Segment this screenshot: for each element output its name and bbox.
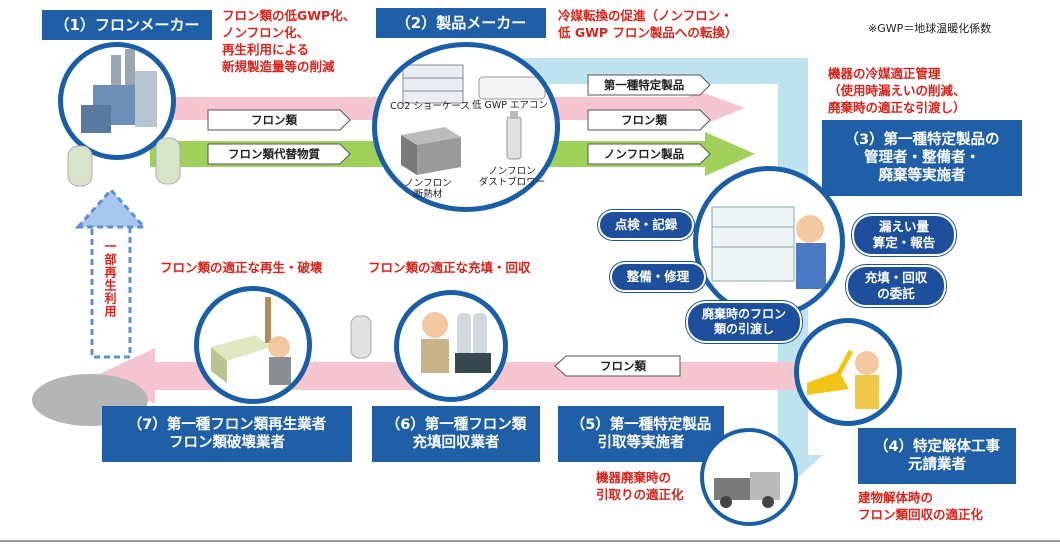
flow-label-freon-return: フロン類 (600, 359, 646, 373)
flow-box-1 (207, 109, 351, 131)
actor-1-desc: フロン類の低GWP化、 ノンフロン化、 再生利用による 新規製造量等の削減 (222, 8, 356, 74)
products-circle (372, 42, 560, 212)
actor-6-title: （6）第一種フロン類 充填回収業者 (372, 406, 540, 462)
actor-4-desc: 建物解体時の フロン類回収の適正化 (858, 490, 984, 522)
cylinder-icon-2 (155, 137, 181, 185)
actor-3-title: （3）第一種特定製品の 管理者・整備者・ 廃棄等実施者 (822, 120, 1022, 196)
actor-7-desc: フロン類の適正な再生・破壊 (160, 260, 323, 275)
bottom-line (0, 540, 1060, 542)
actor-7-title: （7）第一種フロン類再生業者 フロン類破壊業者 (102, 406, 352, 462)
actor-5-desc: 機器廃棄時の 引取りの適正化 (596, 470, 684, 502)
green-flow-head (705, 132, 755, 176)
destruction-circle (194, 286, 312, 404)
task-charge-recovery-consign: 充填・回収 の委託 (846, 265, 946, 307)
flow-box-4 (587, 109, 711, 131)
actor-4-title: （4）特定解体工事 元請業者 (858, 428, 1016, 484)
actor-2-title: （2）製品メーカー (376, 8, 546, 38)
actor-5-title: （5）第一種特定製品 引取等実施者 (558, 406, 724, 462)
actor-3-desc: 機器の冷媒適正管理 （使用時漏えいの削減、 廃棄時の適正な引渡し） (828, 66, 966, 115)
duster-icon (506, 111, 522, 160)
flow-box-6 (554, 355, 681, 377)
truck-icon (714, 472, 780, 508)
gwp-note: ※GWP＝地球温暖化係数 (868, 22, 992, 35)
product-label-duster: ノンフロン ダストブロワー (478, 166, 546, 189)
flow-box-5 (587, 143, 711, 165)
excavator-worker-icon (807, 349, 879, 409)
task-handover-at-disposal: 廃棄時のフロン 類の引渡し (686, 301, 802, 343)
actor-2-desc: 冷媒転換の促進（ノンフロン・ 低 GWP フロン製品への転換） (558, 8, 738, 40)
flow-label-product: 第一種特定製品 (603, 78, 685, 92)
flow-box-3 (587, 74, 711, 96)
product-label-insulation: ノンフロン 断熱材 (404, 178, 452, 201)
flow-label-nonfreon: ノンフロン製品 (603, 147, 685, 161)
actor-1-title: （1）フロンメーカー (42, 10, 212, 40)
factory-icon (81, 49, 157, 133)
aircon-icon (478, 76, 546, 100)
recovery-circle (394, 290, 508, 402)
truck-circle (700, 428, 798, 526)
recovery-worker-icon (421, 312, 491, 373)
insulation-icon (401, 127, 461, 175)
task-leak-calculation: 漏えい量 算定・報告 (852, 214, 956, 256)
construction-circle (794, 318, 902, 426)
flow-label-freon-1: フロン類 (251, 113, 297, 127)
actor-6-desc: フロン類の適正な充填・回収 (368, 260, 531, 275)
flow-box-2 (207, 143, 351, 165)
destruction-plant-icon (211, 297, 291, 385)
recycle-label: 一部再生利用 (103, 240, 117, 318)
factory-circle (58, 42, 176, 160)
cylinder-icon-3 (350, 315, 372, 359)
task-inspect-record: 点検・記録 (598, 210, 694, 240)
flow-label-substitute: フロン類代替物質 (228, 147, 320, 161)
showcase-icon (402, 64, 464, 104)
recycle-up-head (74, 187, 148, 229)
recycle-up-shaft (90, 223, 132, 359)
product-label-showcase: CO2 ショーケース (390, 101, 470, 112)
store-circle (693, 166, 845, 318)
flow-label-freon-2: フロン類 (621, 113, 667, 127)
cylinder-icon-1 (67, 145, 93, 187)
product-label-aircon: 低 GWP エアコン (471, 100, 549, 111)
showcase-clerk-icon (711, 206, 826, 289)
task-maintenance-repair: 整備・修理 (610, 262, 706, 292)
